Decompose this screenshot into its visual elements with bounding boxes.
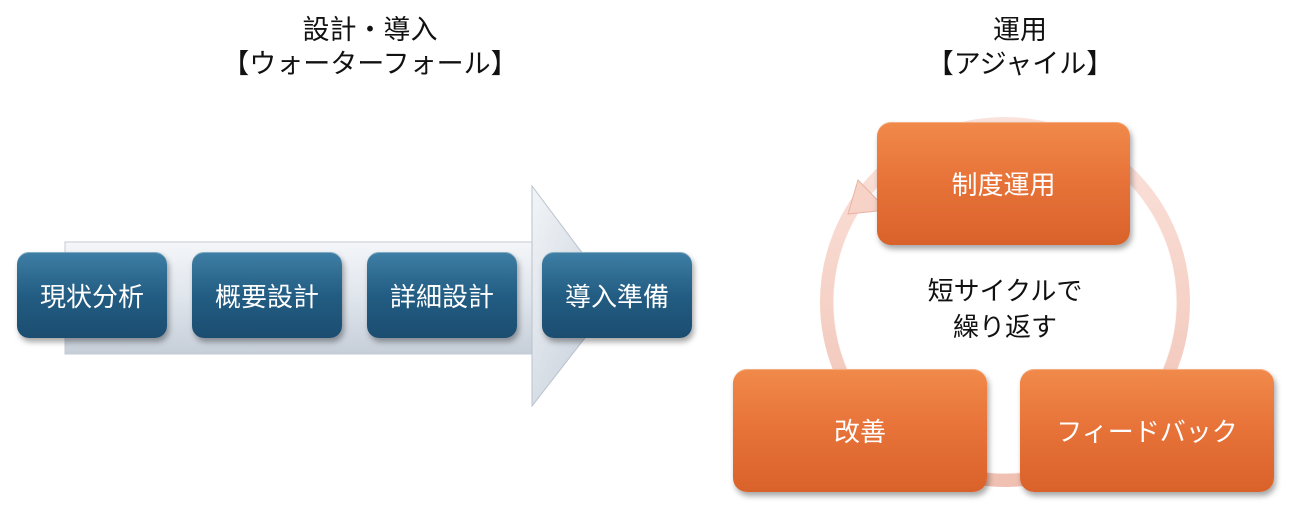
waterfall-step-detail-design: 詳細設計 [367,252,517,338]
waterfall-section-title: 設計・導入 【ウォーターフォール】 [130,14,610,82]
waterfall-title: 設計・導入 [302,15,438,46]
waterfall-step-analysis: 現状分析 [17,252,167,338]
waterfall-subtitle: 【ウォーターフォール】 [222,49,518,80]
agile-section-title: 運用 【アジャイル】 [860,14,1180,82]
cycle-caption-line1: 短サイクルで [927,277,1083,307]
waterfall-step-preparation: 導入準備 [542,252,692,338]
waterfall-step-outline-design: 概要設計 [192,252,342,338]
agile-title: 運用 [993,15,1047,46]
agile-step-feedback: フィードバック [1020,369,1274,492]
agile-subtitle: 【アジャイル】 [926,49,1114,80]
cycle-caption: 短サイクルで 繰り返す [880,274,1130,346]
agile-step-improvement: 改善 [733,369,987,492]
cycle-caption-line2: 繰り返す [952,313,1057,343]
agile-step-operation: 制度運用 [877,122,1130,245]
